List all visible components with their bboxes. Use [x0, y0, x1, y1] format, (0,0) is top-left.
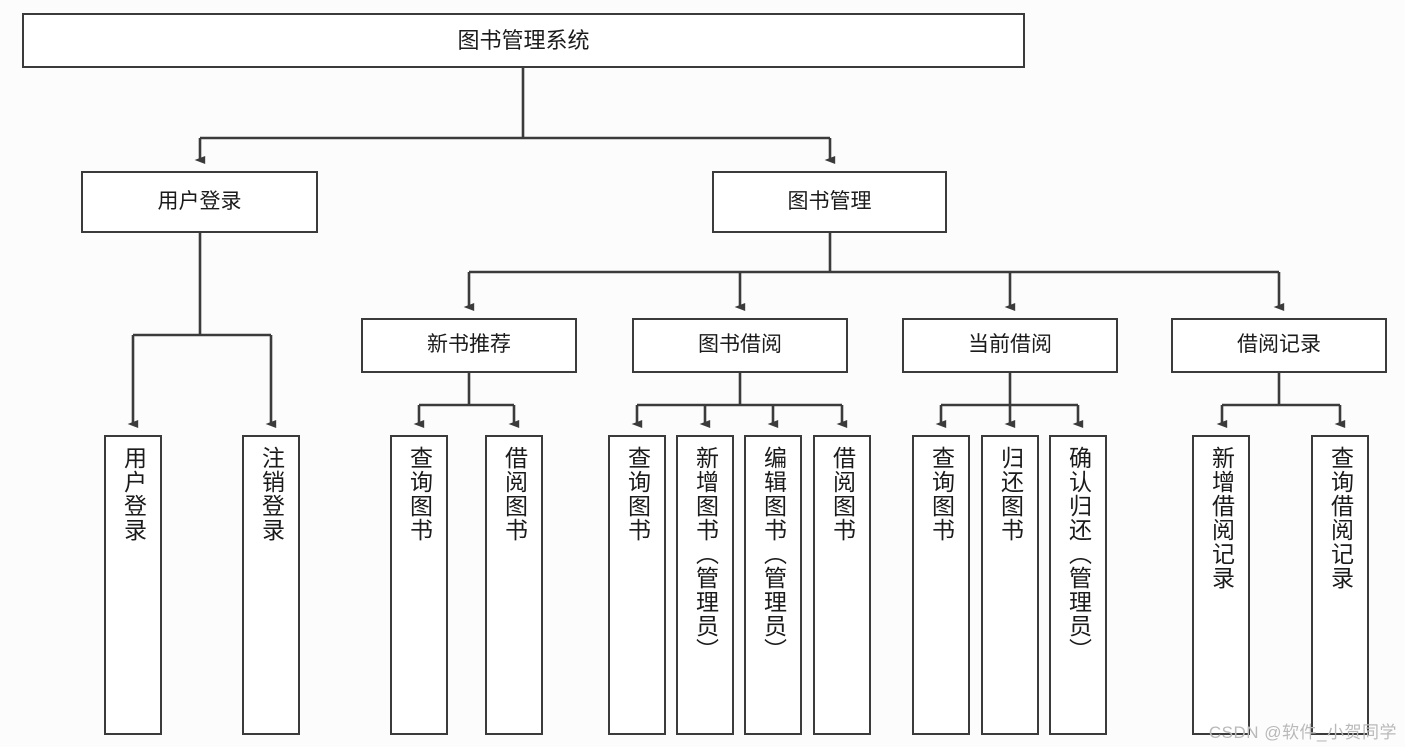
node-user-login[interactable]: 用户登录 — [81, 171, 318, 233]
leaf-return-book-label: 归还图书 — [997, 446, 1024, 542]
node-new-book-rec[interactable]: 新书推荐 — [361, 318, 577, 373]
node-book-manage-label: 图书管理 — [787, 189, 872, 213]
leaf-confirm-return-label: 确认归还（管理员） — [1065, 446, 1092, 662]
node-root[interactable]: 图书管理系统 — [22, 13, 1025, 68]
node-borrow-record[interactable]: 借阅记录 — [1171, 318, 1387, 373]
node-current-borrow-label: 当前借阅 — [968, 333, 1052, 357]
leaf-borrow-book-1-label: 借阅图书 — [501, 446, 528, 542]
node-root-label: 图书管理系统 — [457, 27, 590, 53]
leaf-user-login-label: 用户登录 — [120, 446, 147, 542]
leaf-add-record[interactable]: 新增借阅记录 — [1192, 435, 1250, 735]
leaf-query-record[interactable]: 查询借阅记录 — [1311, 435, 1369, 735]
leaf-confirm-return[interactable]: 确认归还（管理员） — [1049, 435, 1107, 735]
leaf-query-book-1-label: 查询图书 — [406, 446, 433, 542]
leaf-query-book-3[interactable]: 查询图书 — [912, 435, 970, 735]
leaf-user-login[interactable]: 用户登录 — [104, 435, 162, 735]
node-new-book-rec-label: 新书推荐 — [427, 333, 511, 357]
leaf-query-book-2-label: 查询图书 — [624, 446, 651, 542]
node-book-borrow-label: 图书借阅 — [698, 333, 782, 357]
leaf-borrow-book-1[interactable]: 借阅图书 — [485, 435, 543, 735]
node-current-borrow[interactable]: 当前借阅 — [902, 318, 1118, 373]
node-book-manage[interactable]: 图书管理 — [712, 171, 947, 233]
leaf-return-book[interactable]: 归还图书 — [981, 435, 1039, 735]
node-book-borrow[interactable]: 图书借阅 — [632, 318, 848, 373]
leaf-add-book[interactable]: 新增图书（管理员） — [676, 435, 734, 735]
node-user-login-label: 用户登录 — [157, 189, 242, 213]
leaf-query-book-1[interactable]: 查询图书 — [390, 435, 448, 735]
leaf-borrow-book-2[interactable]: 借阅图书 — [813, 435, 871, 735]
leaf-query-book-2[interactable]: 查询图书 — [608, 435, 666, 735]
leaf-logout-login-label: 注销登录 — [258, 446, 285, 542]
leaf-logout-login[interactable]: 注销登录 — [242, 435, 300, 735]
leaf-add-book-label: 新增图书（管理员） — [692, 446, 719, 662]
node-borrow-record-label: 借阅记录 — [1237, 333, 1321, 357]
leaf-add-record-label: 新增借阅记录 — [1208, 446, 1235, 590]
leaf-borrow-book-2-label: 借阅图书 — [829, 446, 856, 542]
leaf-edit-book[interactable]: 编辑图书（管理员） — [744, 435, 802, 735]
leaf-edit-book-label: 编辑图书（管理员） — [760, 446, 787, 662]
csdn-watermark: CSDN @软件_小贺同学 — [1208, 723, 1397, 742]
leaf-query-book-3-label: 查询图书 — [928, 446, 955, 542]
leaf-query-record-label: 查询借阅记录 — [1327, 446, 1354, 590]
